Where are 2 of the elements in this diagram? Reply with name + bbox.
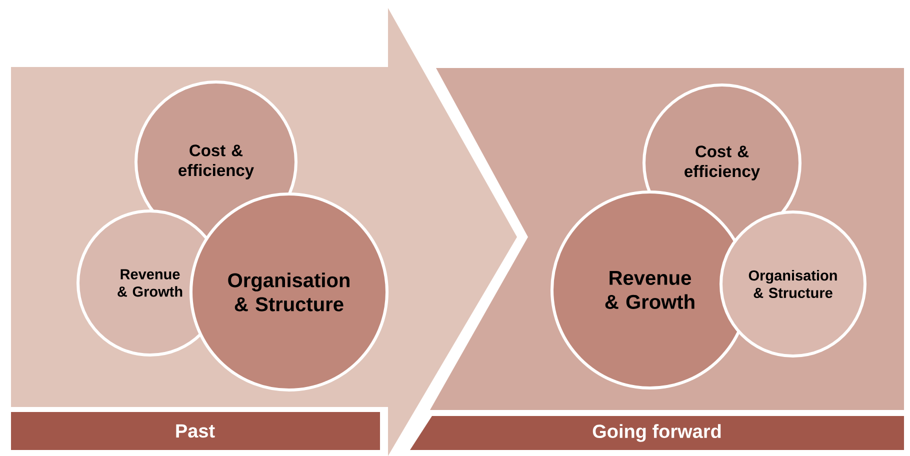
label-bar: Past (11, 412, 380, 450)
label-bar: Going forward (410, 416, 904, 450)
